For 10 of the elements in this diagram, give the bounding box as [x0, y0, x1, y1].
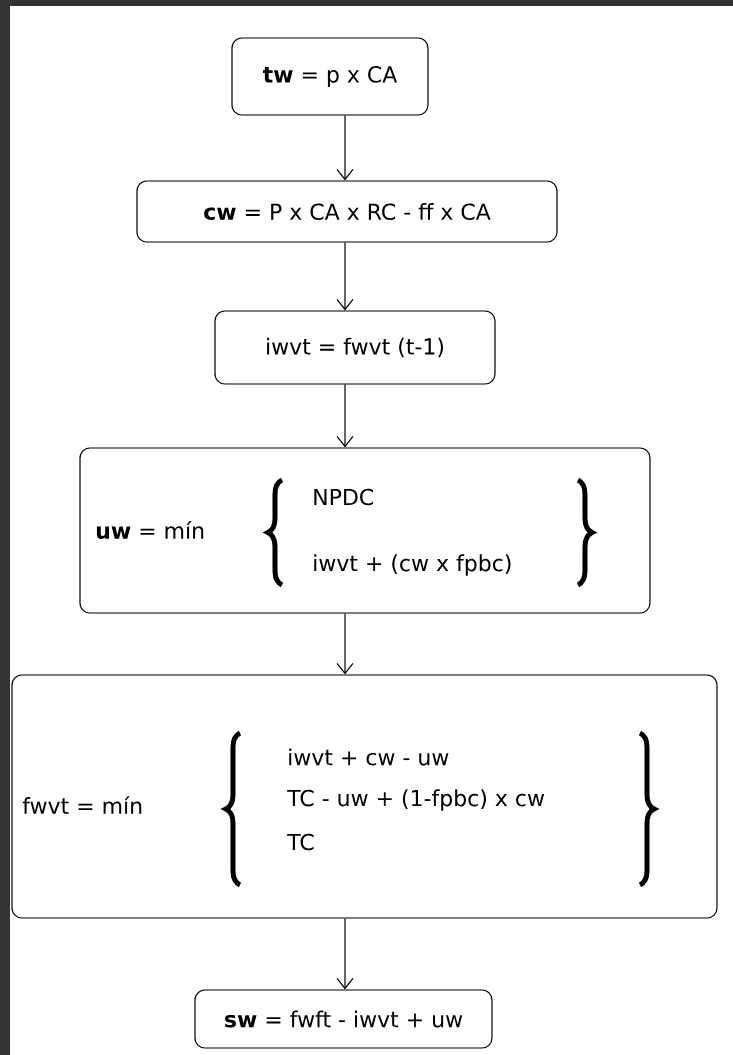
- formula-box: cw = P x CA x RC - ff x CA: [136, 180, 558, 243]
- formula-box: iwvt = fwvt (t-1): [214, 310, 496, 385]
- arrow: [336, 242, 354, 311]
- arrow: [336, 918, 354, 990]
- formula-box: sw = fwft - iwvt + uw: [194, 989, 493, 1049]
- formula-box: tw = p x CA: [231, 37, 429, 116]
- formula-box: fwvt = mín iwvt + cw - uw TC - uw + (1-fpbc) x cw TC: [11, 674, 718, 919]
- arrow: [336, 384, 354, 448]
- arrow: [336, 115, 354, 181]
- arrow: [336, 613, 354, 675]
